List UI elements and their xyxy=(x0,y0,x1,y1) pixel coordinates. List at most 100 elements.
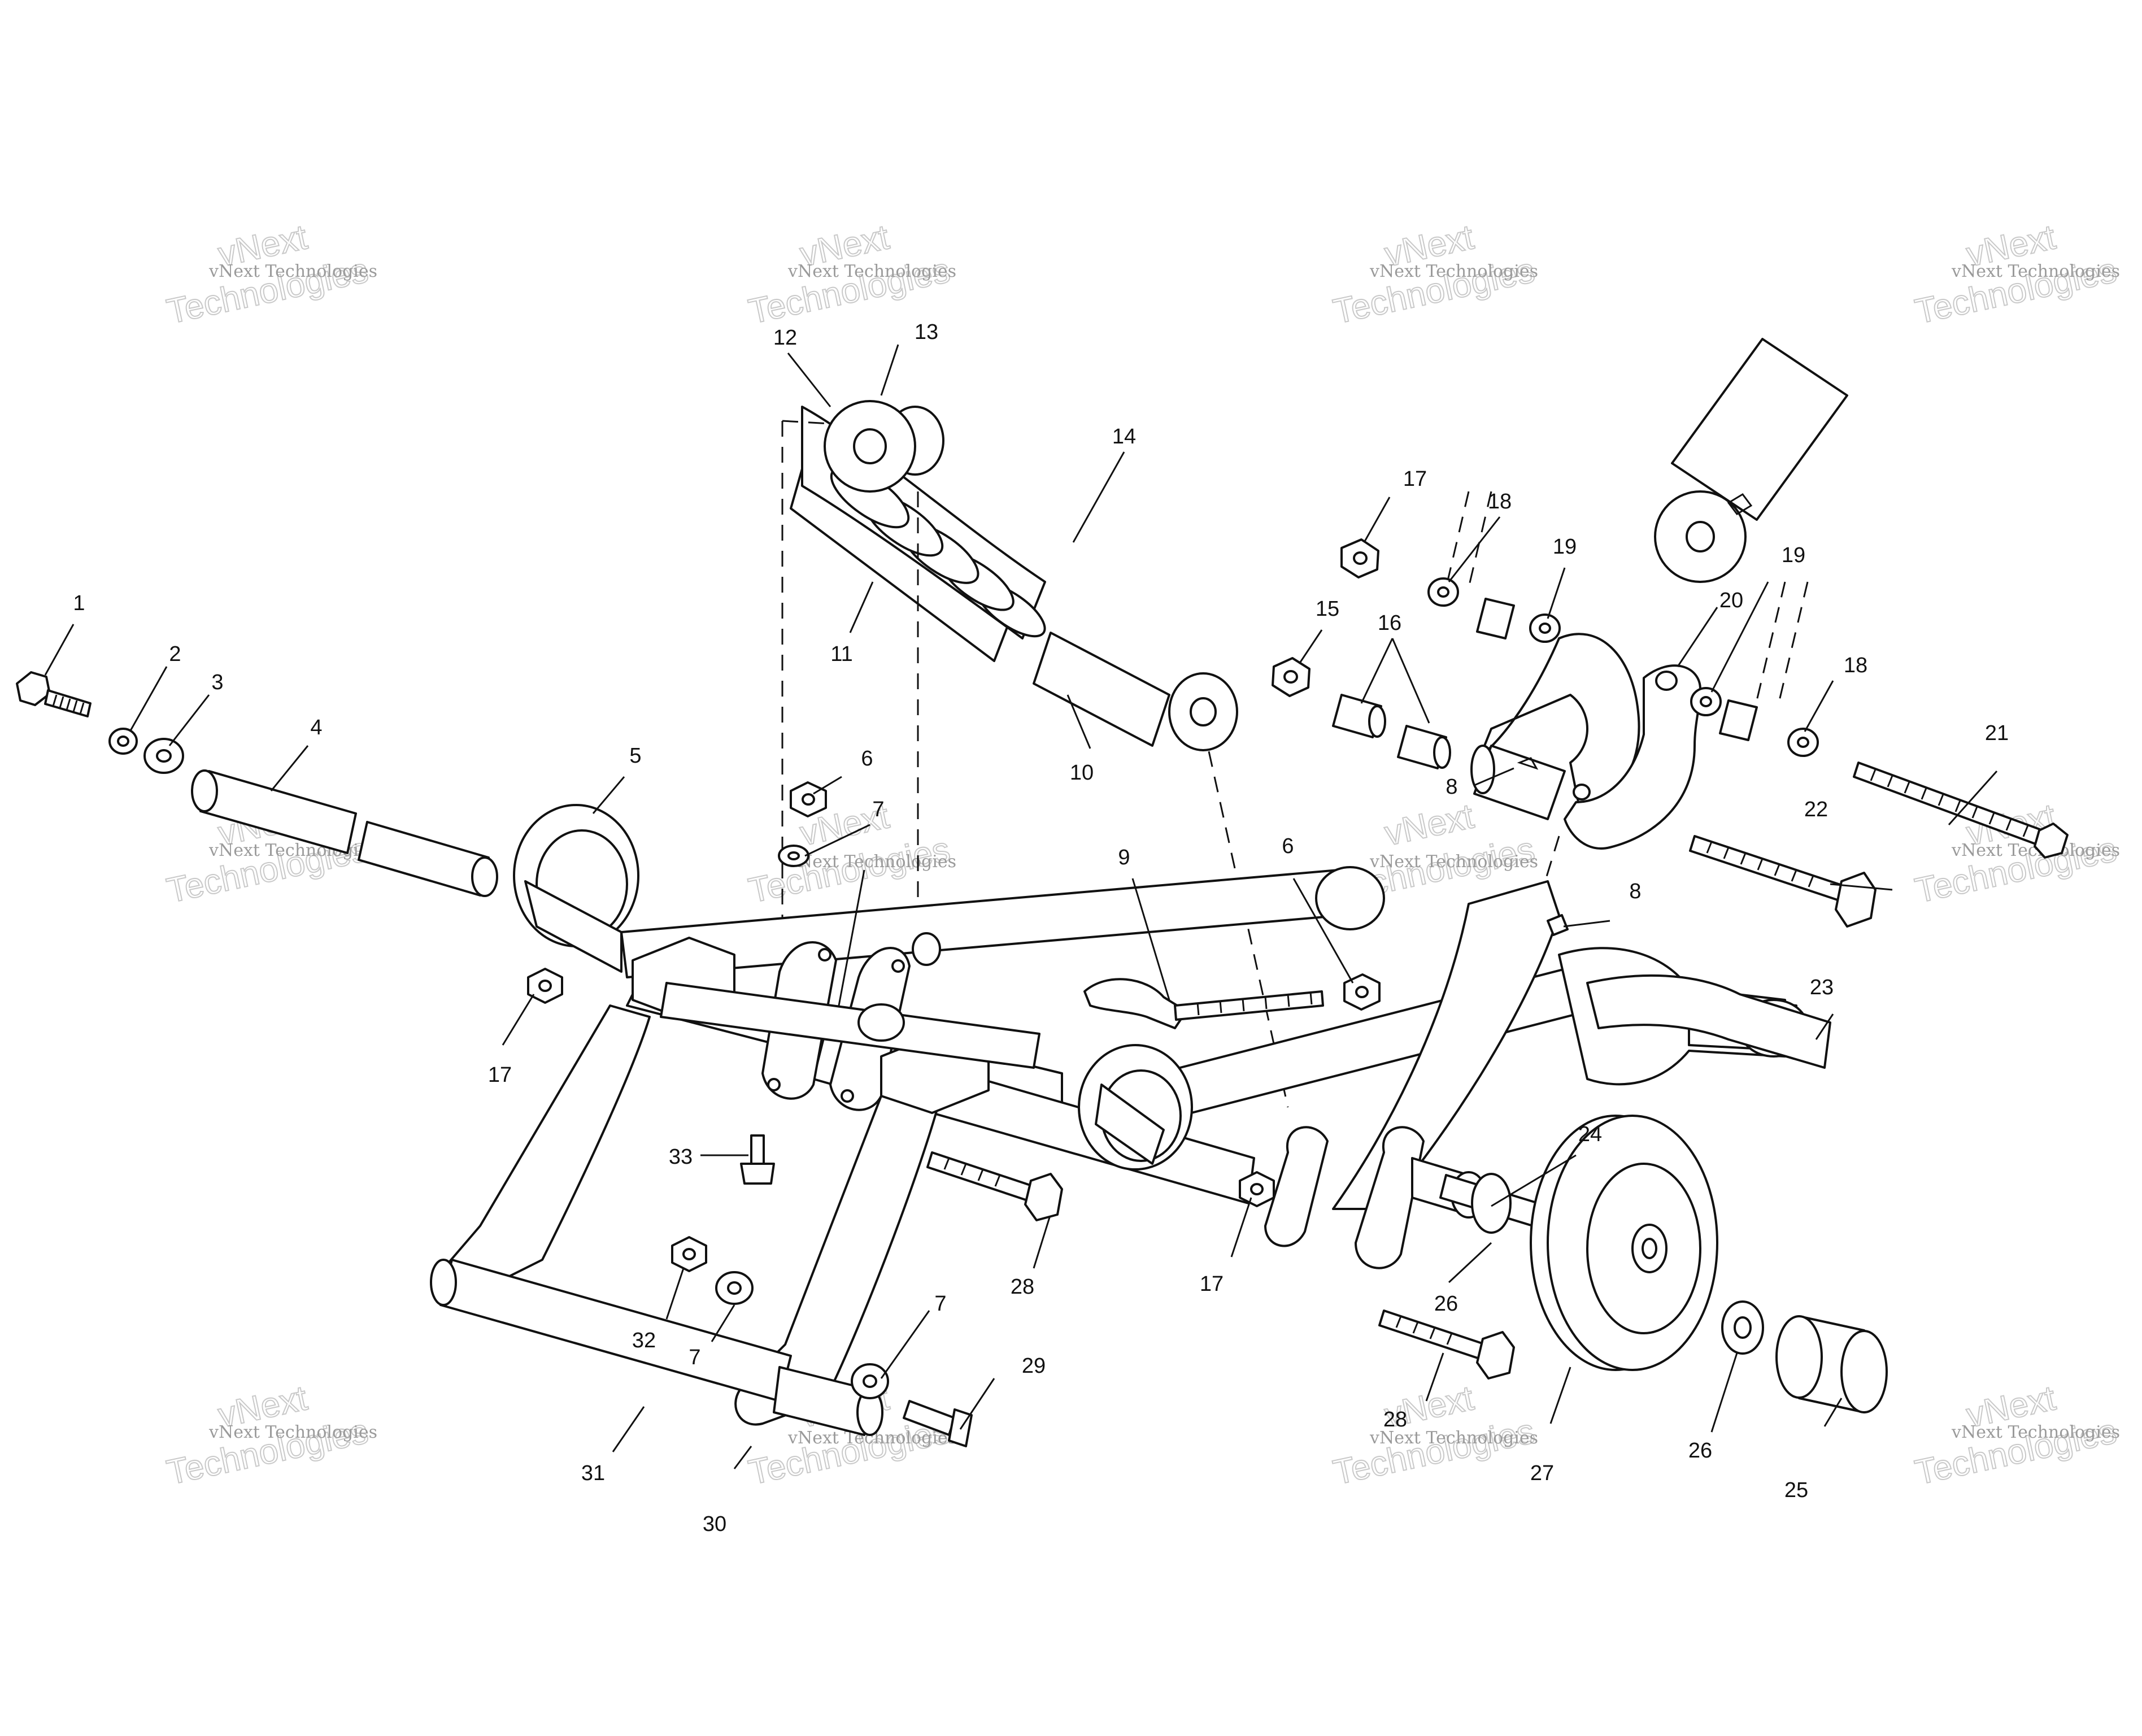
part-16-bushing-b xyxy=(1397,725,1451,769)
part-15-nut xyxy=(1272,657,1311,697)
callout-7: 7 xyxy=(872,798,884,821)
callout-7: 7 xyxy=(934,1292,946,1316)
callout-15: 15 xyxy=(1316,597,1339,621)
callout-1: 1 xyxy=(73,591,85,615)
callout-18: 18 xyxy=(1844,654,1867,677)
assembly-dashed-lines xyxy=(781,420,1809,1108)
watermark-text: vNext Technologies xyxy=(1369,262,1538,281)
part-18-washer-right xyxy=(1787,728,1819,757)
callout-14: 14 xyxy=(1112,425,1136,449)
part-32-nut xyxy=(671,1236,707,1272)
callout-8: 8 xyxy=(1629,880,1641,903)
callout-26: 26 xyxy=(1434,1292,1458,1316)
callout-17: 17 xyxy=(1200,1272,1224,1296)
part-31-lower-shaft xyxy=(430,1259,883,1436)
callout-33: 33 xyxy=(669,1145,693,1169)
part-22-bolt xyxy=(1689,835,1877,928)
callout-23: 23 xyxy=(1810,976,1834,999)
part-10-14-shock-absorber xyxy=(790,400,1238,751)
watermark-text: vNext Technologies xyxy=(787,852,956,872)
watermark-text: vNext Technologies xyxy=(1369,1428,1538,1448)
part-9-j-bolt xyxy=(1083,978,1324,1029)
callout-10: 10 xyxy=(1070,761,1094,785)
part-20-bracket xyxy=(1564,664,1701,850)
callout-24: 24 xyxy=(1578,1122,1602,1146)
part-7-washer-mid xyxy=(715,1271,754,1305)
callout-5: 5 xyxy=(629,744,641,768)
part-33-screw xyxy=(740,1134,775,1185)
part-19-washer-a xyxy=(1529,614,1561,643)
callout-numbers: 1 2 3 4 5 6 7 8 8 9 6 10 11 12 13 14 15 … xyxy=(73,320,2009,1536)
callout-27: 27 xyxy=(1530,1461,1554,1485)
callout-17: 17 xyxy=(488,1063,512,1087)
part-27-idler-wheel xyxy=(1530,1115,1718,1371)
part-left-arm-a xyxy=(441,1004,651,1299)
callout-6: 6 xyxy=(1282,834,1294,858)
part-6-nut-right xyxy=(1343,973,1381,1011)
part-23-axle-tube xyxy=(1586,974,1831,1069)
leader-lines xyxy=(44,344,1998,1469)
part-spacer-right xyxy=(1719,699,1758,741)
watermark-text: vNext Technologies xyxy=(208,841,377,860)
part-1-bolt xyxy=(16,671,92,717)
part-18-washer-upper xyxy=(1427,577,1459,607)
part-28-bolt-right xyxy=(1378,1309,1515,1380)
watermark-text: vNext Technologies xyxy=(208,262,377,281)
part-17-nut-left xyxy=(527,968,563,1004)
part-8-grease-fitting xyxy=(1547,914,1569,936)
part-ring-right xyxy=(1078,1044,1193,1171)
callout-22: 22 xyxy=(1804,798,1828,821)
parts xyxy=(16,338,2069,1447)
part-5-ring-bracket xyxy=(513,804,639,973)
callout-20: 20 xyxy=(1719,589,1743,612)
callout-19: 19 xyxy=(1553,535,1577,559)
callout-8: 8 xyxy=(1446,775,1457,799)
watermark-mid-mid-left: vNext Technologies xyxy=(745,796,954,911)
part-2-lock-washer xyxy=(108,728,138,755)
part-17-nut-upper xyxy=(1340,538,1379,578)
part-3-washer xyxy=(143,738,184,774)
callout-17: 17 xyxy=(1403,467,1427,491)
watermark-text: vNext Technologies xyxy=(1951,262,2120,281)
part-28-bolt-left xyxy=(926,1151,1063,1221)
callout-31: 31 xyxy=(581,1461,605,1485)
callout-13: 13 xyxy=(915,320,938,344)
callout-9: 9 xyxy=(1118,846,1130,869)
part-7-washer-upper xyxy=(778,845,809,867)
watermark-text: vNext Technologies xyxy=(1951,1422,2120,1442)
part-7-washer-lower xyxy=(851,1363,889,1399)
callout-12: 12 xyxy=(773,326,797,350)
part-cross-tube xyxy=(660,982,1040,1069)
callout-21: 21 xyxy=(1985,721,2009,745)
part-17-nut-right xyxy=(1239,1171,1275,1207)
part-8-bushing-upper xyxy=(1470,745,1566,820)
callout-30: 30 xyxy=(703,1512,726,1536)
callout-6: 6 xyxy=(861,747,873,771)
callout-11: 11 xyxy=(830,642,852,666)
watermark-text: vNext Technologies xyxy=(208,1422,377,1442)
part-spacer-upper xyxy=(1476,598,1515,639)
watermark-text: vNext Technologies xyxy=(1369,852,1538,872)
part-16-bushing-a xyxy=(1332,694,1386,738)
part-4-shaft xyxy=(191,769,498,897)
callout-25: 25 xyxy=(1784,1478,1808,1502)
part-25-bushing xyxy=(1775,1315,1888,1413)
callout-28: 28 xyxy=(1383,1408,1407,1432)
part-frame-fitting xyxy=(912,932,941,966)
callout-29: 29 xyxy=(1022,1354,1046,1378)
part-left-arm-b xyxy=(734,1095,939,1426)
callout-2: 2 xyxy=(169,642,181,666)
callout-7: 7 xyxy=(689,1346,700,1369)
part-upper-shock-end xyxy=(1654,338,1848,583)
part-26-washer xyxy=(1721,1300,1764,1355)
part-19-washer-b xyxy=(1690,687,1722,716)
callout-26: 26 xyxy=(1688,1439,1712,1463)
part-21-long-bolt xyxy=(1853,762,2069,859)
callout-19: 19 xyxy=(1782,543,1805,567)
callout-16: 16 xyxy=(1378,611,1401,635)
callout-32: 32 xyxy=(632,1329,656,1352)
part-6-nut-upper xyxy=(790,781,827,817)
callout-3: 3 xyxy=(211,671,223,694)
watermark-text: vNext Technologies xyxy=(787,262,956,281)
